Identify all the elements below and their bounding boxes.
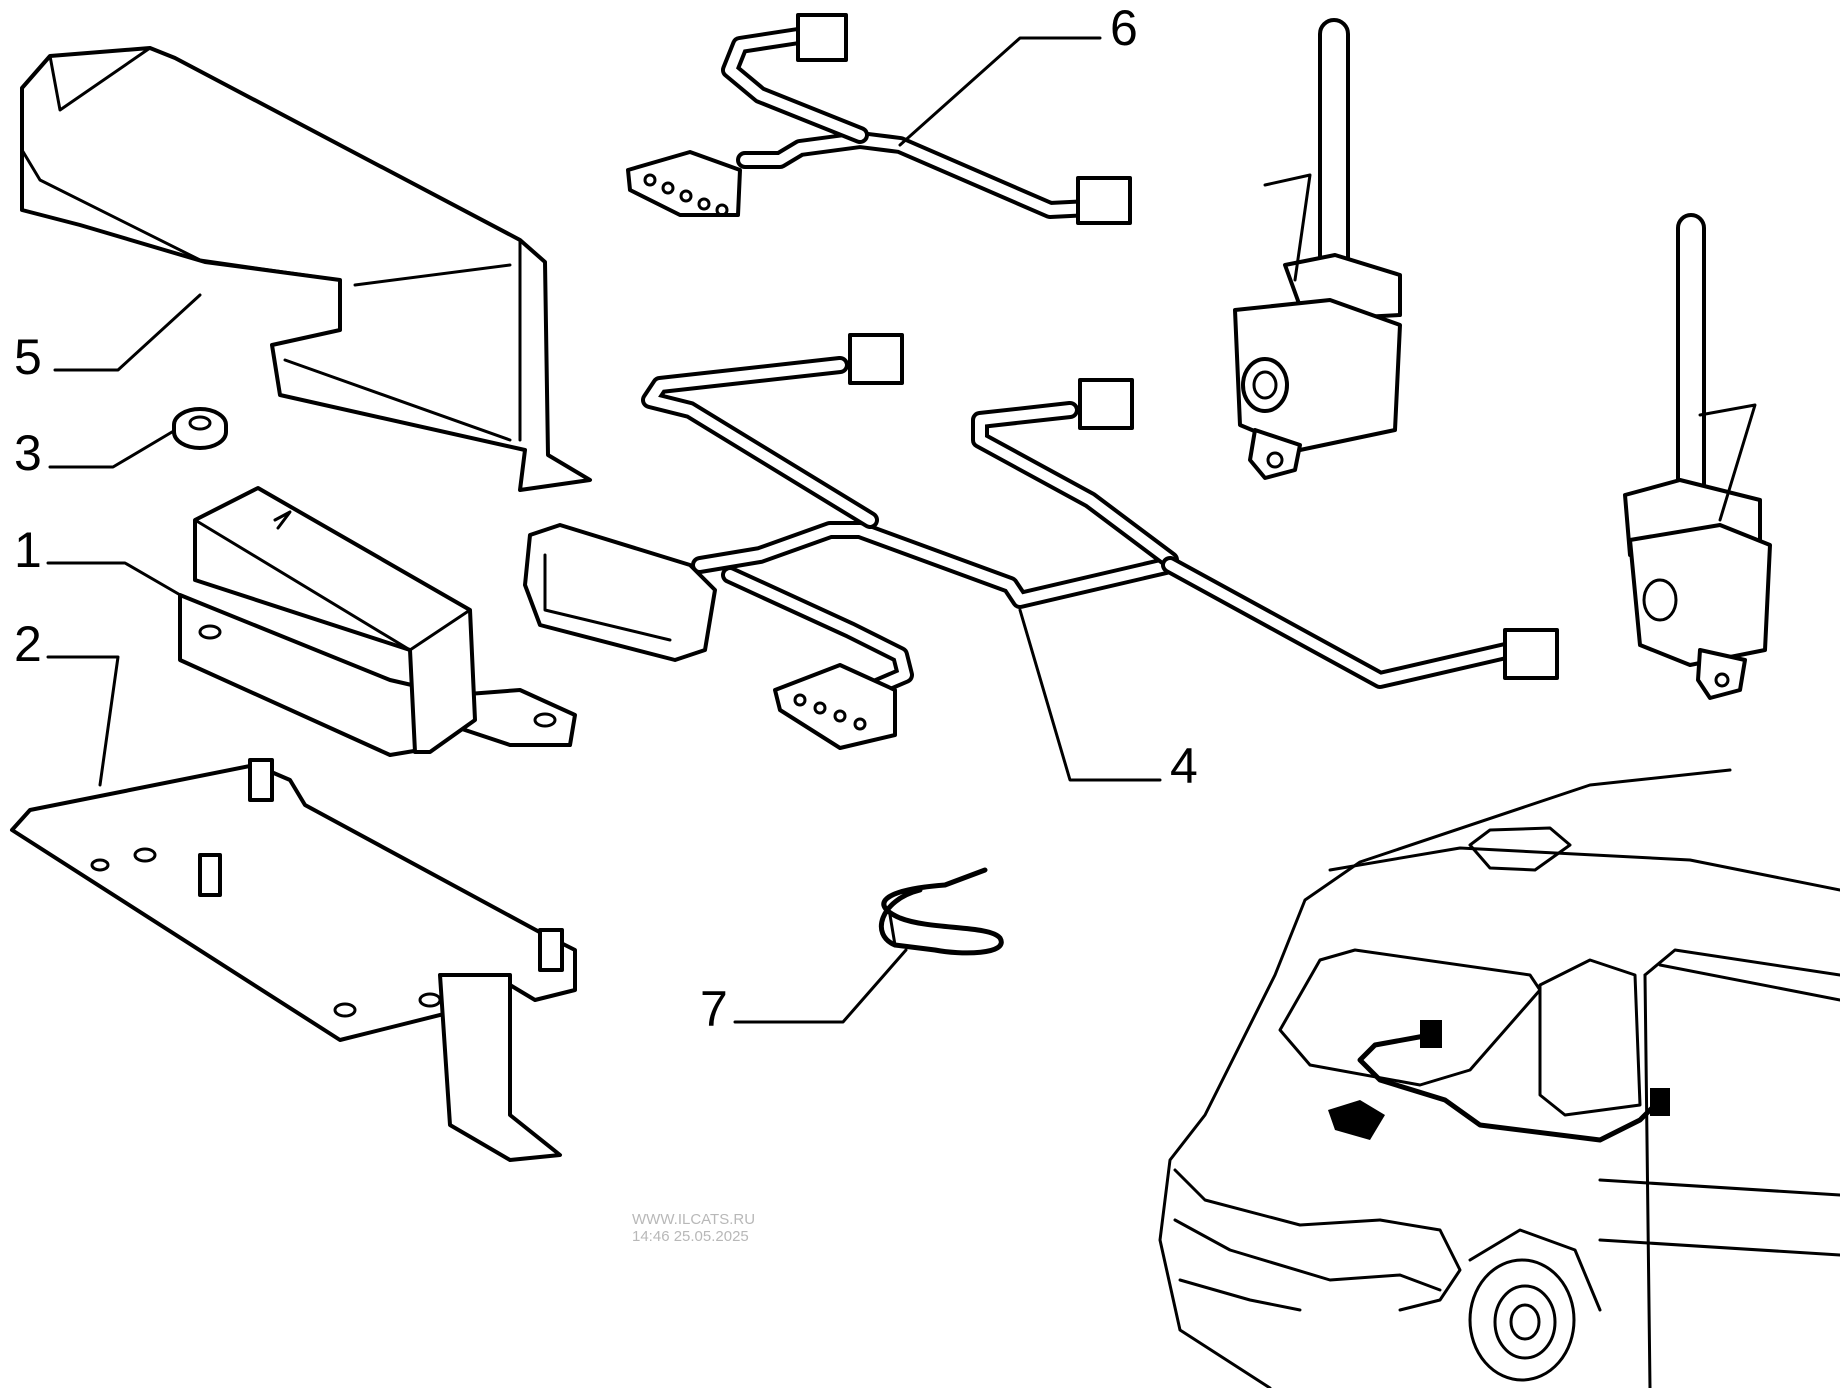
leader-5: [53, 293, 202, 372]
part-6-harness: [626, 13, 1132, 225]
leader-2: [46, 655, 120, 787]
callout-5: 5: [14, 329, 42, 385]
leader-4: [1018, 608, 1162, 782]
leader-lines: [46, 36, 1162, 1024]
callout-1: 1: [14, 522, 42, 578]
watermark-line-1: WWW.ILCATS.RU: [632, 1211, 755, 1228]
part-1-control-unit: [178, 486, 577, 757]
part-2-bracket: [10, 758, 577, 1162]
van-illustration: [1158, 768, 1840, 1388]
part-3-nut: [172, 407, 228, 450]
callout-4: 4: [1170, 738, 1198, 794]
callout-2: 2: [14, 616, 42, 672]
leader-1: [46, 561, 184, 598]
part-7-clamp: [878, 867, 1004, 956]
leader-3: [48, 430, 174, 469]
callout-7: 7: [700, 981, 728, 1037]
part-4-harness: [523, 333, 1559, 750]
part-5-cover: [20, 46, 592, 492]
watermark-line-2: 14:46 25.05.2025: [632, 1228, 749, 1245]
leader-7: [733, 948, 908, 1024]
leader-6: [898, 36, 1102, 147]
callout-6: 6: [1110, 0, 1138, 56]
sensor-lower: [1623, 213, 1772, 700]
callout-3: 3: [14, 425, 42, 481]
sensor-upper: [1233, 18, 1402, 480]
